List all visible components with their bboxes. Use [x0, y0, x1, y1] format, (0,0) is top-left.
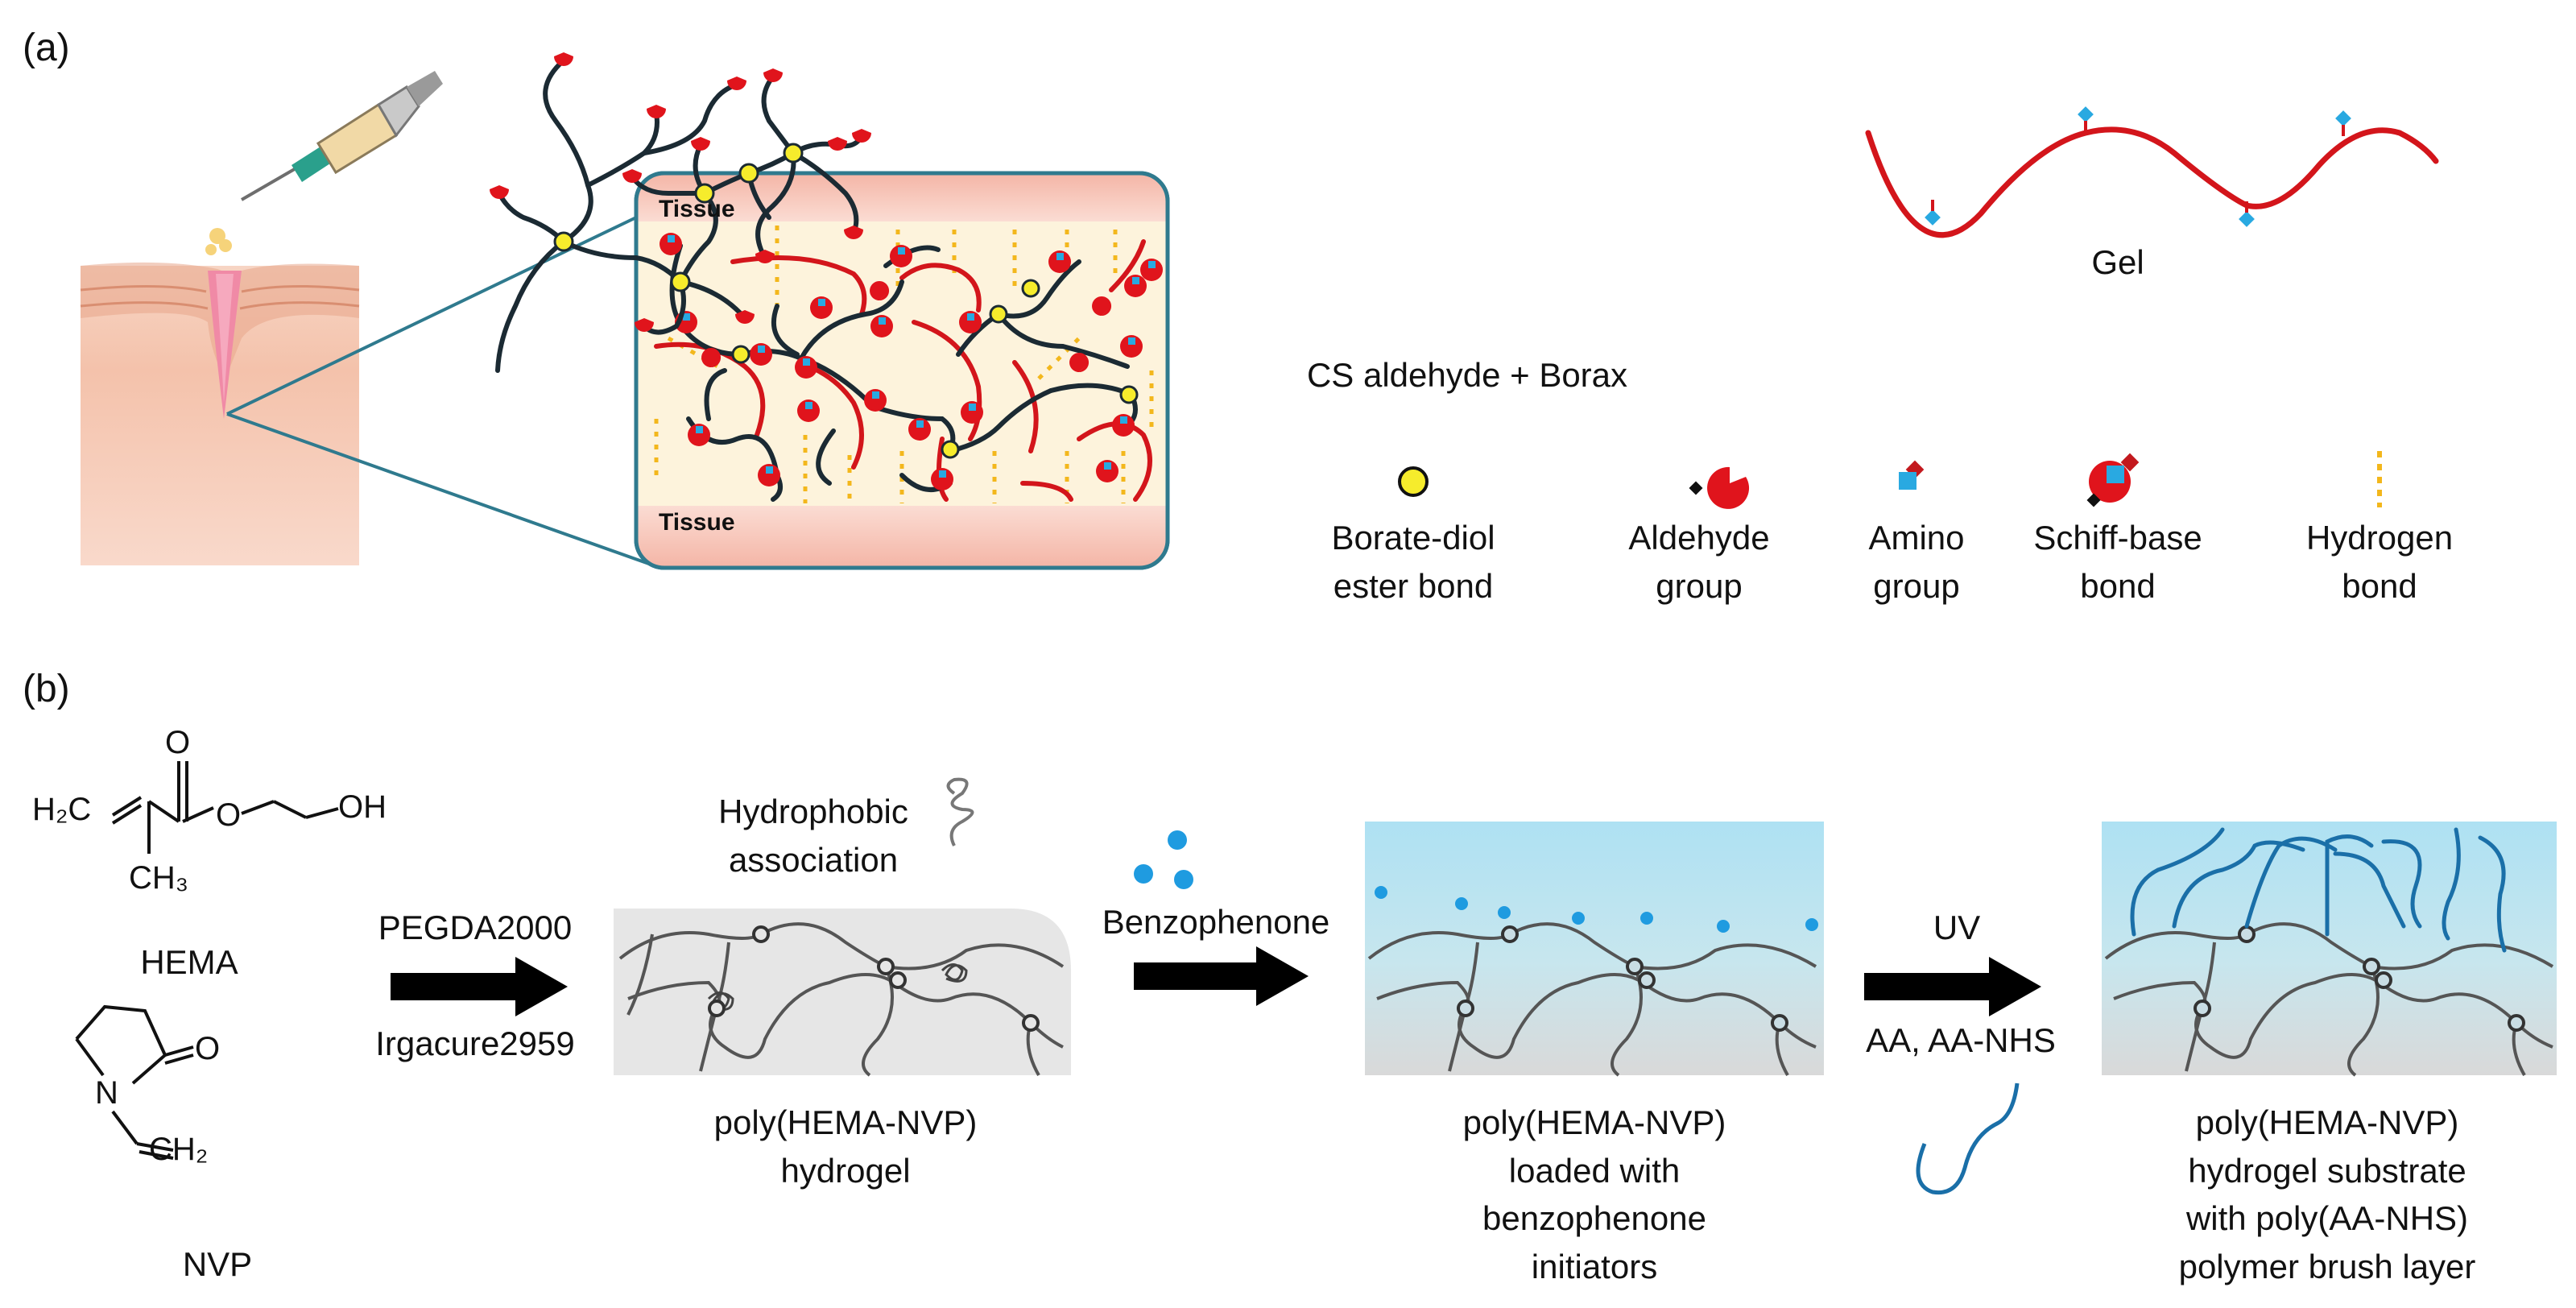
- hydrogel-step1: [614, 909, 1071, 1077]
- tissue-bottom-label: Tissue: [659, 509, 735, 536]
- syringe-icon: [205, 71, 443, 255]
- legend-amino: Amino group: [1868, 519, 1965, 605]
- hema-atom-o-ester: O: [216, 797, 242, 833]
- step3-label: poly(HEMA-NVP) hydrogel substrate with p…: [2178, 1103, 2476, 1285]
- schiff-base-icon: [2086, 453, 2140, 507]
- aldehyde-groups-frame: [701, 281, 1112, 372]
- network-label: CS aldehyde + Borax: [1306, 356, 1628, 394]
- skin-illustration: [80, 262, 360, 565]
- hema-atom-oh: OH: [338, 789, 387, 825]
- nvp-structure: [75, 1004, 194, 1160]
- benzophenone-dots-icon: [1134, 830, 1193, 889]
- nvp-label: NVP: [182, 1245, 253, 1283]
- gel-label: Gel: [2091, 243, 2144, 281]
- legend-aldehyde: Aldehyde group: [1628, 519, 1770, 605]
- arrow1-bottom-label: Irgacure2959: [375, 1024, 575, 1062]
- legend-borate: Borate-diol ester bond: [1331, 519, 1495, 605]
- nvp-atom-n: N: [95, 1075, 118, 1111]
- arrow-3: [1864, 957, 2041, 1016]
- legend-schiff-base: Schiff-base bond: [2033, 519, 2202, 605]
- hema-atom-h2c: H₂C: [32, 792, 92, 827]
- borate-bonds-frame: [731, 279, 1139, 459]
- gel-chain: [1865, 106, 2439, 238]
- yellow-dot-icon: [1398, 466, 1429, 497]
- cs-borax-network: [490, 52, 871, 373]
- arrow1-top-label: PEGDA2000: [378, 909, 573, 946]
- nvp-atom-o: O: [195, 1031, 221, 1066]
- hema-atom-ch3: CH₃: [129, 860, 189, 896]
- arrow3-top-label: UV: [1933, 909, 1981, 946]
- hema-structure: [111, 761, 339, 854]
- step2-label: poly(HEMA-NVP) loaded with benzophenone …: [1462, 1103, 1726, 1285]
- hema-atom-o: O: [165, 725, 191, 760]
- arrow2-top-label: Benzophenone: [1102, 903, 1330, 941]
- schiff-base-bonds-frame: [660, 233, 1163, 490]
- hydrogel-step3: [2102, 822, 2557, 1077]
- step1-label: poly(HEMA-NVP) hydrogel: [713, 1103, 978, 1190]
- arrow-1: [391, 957, 568, 1016]
- hydrogel-step2: [1365, 822, 1824, 1077]
- hydrophobic-label: Hydrophobic association: [718, 793, 908, 879]
- aldehyde-icon: [1689, 466, 1750, 509]
- arrow-2: [1134, 946, 1309, 1006]
- tissue-top-label: Tissue: [659, 196, 735, 222]
- amino-icon: [1899, 460, 1925, 490]
- panel-b-label: (b): [23, 668, 70, 710]
- nvp-atom-ch2: CH₂: [149, 1132, 209, 1167]
- squiggle-icon: [946, 777, 974, 846]
- polymer-chain-icon: [1916, 1082, 2020, 1195]
- panel-a-label: (a): [23, 27, 70, 69]
- hema-label: HEMA: [140, 943, 238, 981]
- arrow3-bottom-label: AA, AA-NHS: [1866, 1021, 2056, 1059]
- legend-hydrogen: Hydrogen bond: [2305, 519, 2454, 605]
